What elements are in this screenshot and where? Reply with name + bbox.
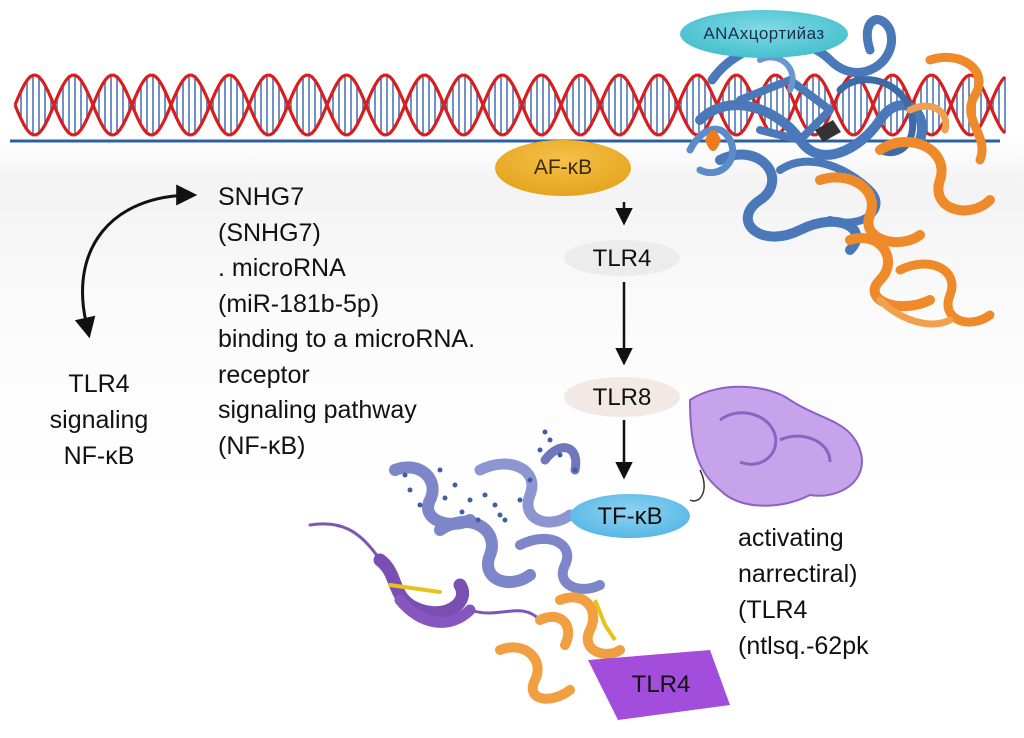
left-line: NF-κB [63, 442, 135, 470]
particle-dot [402, 472, 408, 478]
left-line: signaling [49, 406, 149, 434]
tlr4-oval [564, 240, 680, 276]
tlr4-box-text: TLR4 [631, 671, 691, 698]
tlr4-oval-text: TLR4 [592, 245, 652, 272]
particle-dot [407, 487, 413, 493]
particle-dot [442, 495, 448, 501]
dark-bead [815, 120, 841, 142]
particle-dot [492, 502, 498, 508]
particle-dot [437, 467, 443, 473]
right-line: narrectiral) [738, 560, 858, 588]
scattered-particles [402, 429, 578, 523]
particle-dot [502, 517, 508, 523]
center-line: SNHG7 [218, 183, 305, 211]
particle-dot [467, 497, 473, 503]
center-line: binding to a microRNA. [218, 325, 476, 353]
tlr8-oval [564, 377, 680, 417]
center-line: signaling pathway [218, 396, 417, 424]
center-line: receptor [218, 360, 310, 389]
particle-dot [537, 447, 543, 453]
right-line: (TLR4 [738, 596, 808, 624]
curved-double-arrow [74, 184, 198, 339]
yellow-strand [593, 599, 617, 642]
orange-helix-bottom [495, 592, 625, 704]
tlr4-box-label: TLR4 [606, 664, 716, 706]
particle-dot [452, 482, 458, 488]
purple-protein-structure [688, 385, 863, 507]
particle-dot [417, 502, 423, 508]
lavender-protein-structure [308, 443, 605, 628]
orange-bead [705, 130, 721, 151]
tlr8-oval-text: TLR8 [592, 384, 652, 411]
center-line: (miR-181b-5p) [218, 289, 380, 318]
right-text-block: activating narrectiral) (TLR4 (ntlsq.-62… [738, 520, 869, 664]
tfkb-oval-label: TF-κB [570, 495, 690, 539]
dna-strand [13, 73, 1007, 137]
tlr4-box-shape [588, 650, 730, 720]
right-line: (ntlsq.-62pk [738, 632, 869, 660]
top-badge-label: ANАхцортийаз [682, 14, 846, 54]
top-badge-text: ANАхцортийаз [703, 24, 825, 43]
particle-dot [459, 509, 465, 515]
particle-dot [547, 437, 553, 443]
top-badge-oval [680, 10, 848, 58]
particle-dot [497, 512, 503, 518]
left-line: TLR4 [68, 370, 130, 398]
nfkb-oval [495, 140, 631, 196]
tlr8-oval-label: TLR8 [564, 378, 680, 418]
nfkb-oval-label: АF-κB [495, 142, 631, 194]
particle-dot [557, 452, 563, 458]
right-line: activating [738, 524, 844, 552]
center-line: (SNHG7) [218, 218, 321, 247]
center-line: . microRNA [218, 254, 346, 282]
particle-dot [572, 467, 578, 473]
particle-dot [475, 517, 481, 523]
tfkb-oval-text: TF-κB [597, 503, 663, 530]
particle-dot [542, 429, 548, 435]
particle-dot [482, 492, 488, 498]
tfkb-oval [570, 494, 690, 538]
orange-protein-structure [815, 52, 995, 328]
center-line: (NF-κB) [218, 431, 306, 460]
particle-dot [527, 477, 533, 483]
nfkb-oval-text: АF-κB [533, 156, 593, 179]
left-text-block: TLR4 signaling NF-κB [34, 366, 164, 474]
center-text-block: SNHG7 (SNHG7) . microRNA (miR-181b-5p) b… [218, 180, 475, 464]
tlr4-oval-label: TLR4 [564, 241, 680, 277]
particle-dot [517, 497, 523, 503]
